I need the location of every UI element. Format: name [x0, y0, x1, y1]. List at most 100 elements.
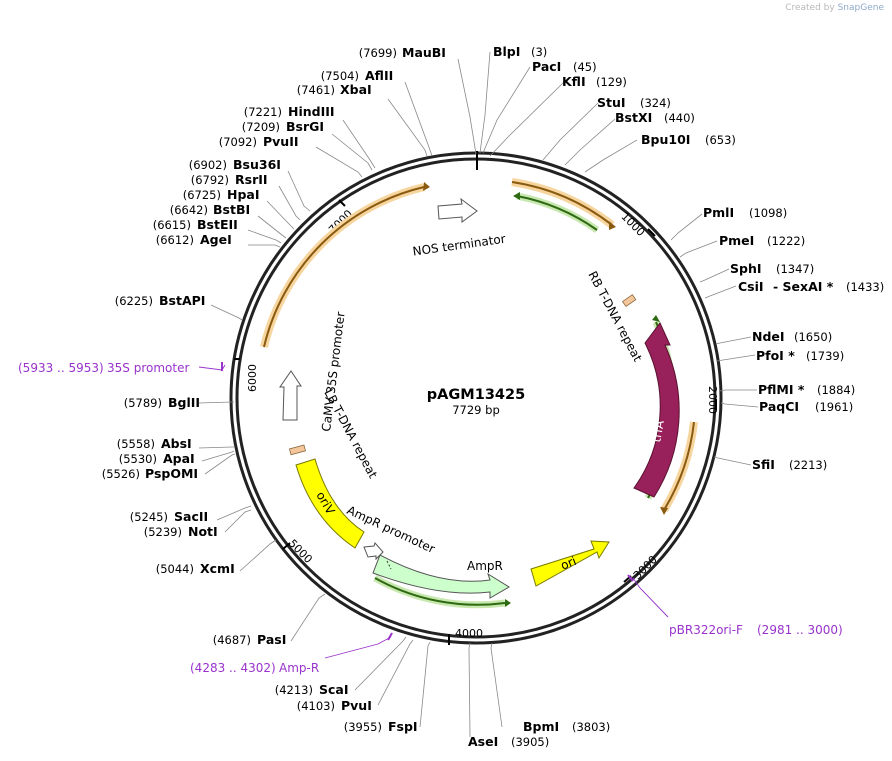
rb-repeat-label: RB T-DNA repeat: [585, 269, 645, 364]
green-arc-right-head: [652, 315, 660, 322]
label-sites-6-name: Bsu36I: [233, 157, 281, 172]
label-sites-27-name: PacI: [532, 59, 561, 74]
label-primers-2-pos: (2981 .. 3000): [757, 623, 843, 637]
camv-promoter-arrow: [279, 370, 302, 421]
label-sites-37-pos: (1739): [806, 349, 844, 363]
label-sites-4-name: BsrGI: [286, 119, 324, 134]
plasmid-name: pAGM13425: [427, 387, 525, 403]
label-sexai: - SexAI *: [773, 279, 834, 294]
orange-arc-right: [663, 421, 695, 511]
label-sites-11-name: AgeI: [200, 232, 232, 247]
label-sites-11-pos: (6612): [156, 233, 194, 247]
label-sites-40-name: SfiI: [752, 457, 775, 472]
label-sites-32-pos: (1098): [749, 206, 787, 220]
label-sites-5-pos: (7092): [219, 135, 257, 149]
label-sites-9-pos: (6642): [170, 203, 208, 217]
label-sites-19-name: XcmI: [200, 561, 235, 576]
label-sites-1-name: AflII: [365, 68, 393, 83]
label-sites-38-name: PflMI *: [758, 382, 805, 397]
rb-repeat-box: [621, 294, 637, 308]
green-arc-bottom: [374, 577, 506, 606]
label-sites-16-name: PspOMI: [145, 466, 198, 481]
tick-label-4000: 4000: [455, 627, 483, 640]
label-sites-2-name: XbaI: [340, 82, 372, 97]
green-arc-bottom-head: [505, 599, 511, 607]
label-sites-26-pos: (3): [531, 45, 547, 59]
label-sites-4-pos: (7209): [242, 120, 280, 134]
orange-arc-top-head: [609, 221, 616, 230]
label-sites-19-pos: (5044): [156, 562, 194, 576]
label-primers-1-name: Amp-R: [279, 661, 319, 675]
label-sites-20-name: PasI: [257, 632, 286, 647]
label-sites-21-name: ScaI: [319, 682, 349, 697]
label-sites-13-pos: (5789): [124, 396, 162, 410]
ori-arrow: [530, 540, 610, 587]
label-sites-12-pos: (6225): [115, 294, 153, 308]
trfa-arrow: [633, 322, 680, 498]
green-arc-top-glow: [516, 192, 600, 233]
label-sites-15-name: ApaI: [163, 451, 195, 466]
label-sites-32-name: PmlI: [703, 205, 734, 220]
label-primers-0-pos: (5933 .. 5953): [18, 361, 104, 375]
label-sites-15-pos: (5530): [119, 452, 157, 466]
label-sites-14-pos: (5558): [117, 437, 155, 451]
ampr-label: AmpR: [467, 559, 503, 573]
label-sites-18-name: NotI: [188, 524, 218, 539]
oriv-arrow: [295, 458, 365, 549]
label-sites-35-name: CsiI: [738, 279, 764, 294]
orange-arc-left: [263, 186, 425, 348]
site-labels-left: (7699) MauBI (7504) AflII (7461) XbaI (7…: [102, 45, 611, 749]
label-sites-16-pos: (5526): [102, 467, 140, 481]
green-arc-top: [516, 195, 598, 231]
label-sites-5-name: PvuII: [263, 134, 299, 149]
label-sites-22-name: PvuI: [341, 698, 372, 713]
label-sites-13-name: BglII: [168, 395, 200, 410]
label-sites-24-name: AseI: [468, 734, 498, 749]
primer-mark-pbr322: [627, 574, 634, 582]
label-sexai_pos: (1433): [846, 280, 884, 294]
label-sites-31-name: Bpu10I: [641, 132, 690, 147]
label-sites-29-pos: (324): [640, 96, 671, 110]
nos-terminator-label: NOS terminator: [412, 232, 507, 259]
label-sites-0-name: MauBI: [402, 45, 446, 60]
label-sites-18-pos: (5239): [144, 525, 182, 539]
orange-arc-top: [511, 181, 613, 226]
credit-prefix: Created by: [785, 3, 835, 13]
label-sites-33-name: PmeI: [719, 233, 754, 248]
label-sites-8-pos: (6725): [183, 188, 221, 202]
site-labels-right: BlpI (3) PacI (45) KflI (129) StuI (324)…: [493, 44, 884, 472]
label-sites-25-name: BpmI: [523, 719, 559, 734]
label-sites-10-pos: (6615): [153, 218, 191, 232]
tick-label-6000: 6000: [246, 364, 259, 392]
label-sites-27-pos: (45): [573, 60, 597, 74]
nos-terminator-arrow: [437, 197, 478, 223]
label-sites-36-pos: (1650): [794, 330, 832, 344]
ampr-dashes: [386, 560, 392, 570]
label-sites-28-pos: (129): [596, 75, 627, 89]
label-primers-2-name: pBR322ori-F: [669, 623, 743, 637]
label-sites-33-pos: (1222): [767, 234, 805, 248]
label-sites-25-pos: (3803): [572, 720, 610, 734]
label-sites-21-pos: (4213): [275, 683, 313, 697]
label-sites-6-pos: (6902): [189, 158, 227, 172]
label-sites-1-pos: (7504): [321, 69, 359, 83]
label-sites-30-name: BstXI: [615, 110, 652, 125]
label-sites-24-pos: (3905): [511, 735, 549, 749]
label-sites-38-pos: (1884): [817, 383, 855, 397]
label-sites-17-name: SacII: [174, 509, 208, 524]
label-sites-20-pos: (4687): [213, 633, 251, 647]
label-sites-39-name: PaqCI: [759, 399, 799, 414]
label-sites-7-name: RsrII: [235, 172, 268, 187]
label-sites-28-name: KflI: [562, 74, 586, 89]
label-sites-17-pos: (5245): [130, 510, 168, 524]
label-sites-8-name: HpaI: [227, 187, 260, 202]
snapgene-credit: Created by SnapGene: [785, 3, 884, 13]
label-sites-26-name: BlpI: [493, 44, 520, 59]
primer-labels: (5933 .. 5953) 35S promoter (4283 .. 430…: [18, 361, 843, 675]
label-sites-36-name: NdeI: [752, 329, 785, 344]
label-sites-9-name: BstBI: [213, 202, 250, 217]
orange-arc-right-head: [660, 507, 668, 515]
lb-repeat-box: [288, 444, 306, 456]
label-sites-3-name: HindIII: [288, 104, 335, 119]
